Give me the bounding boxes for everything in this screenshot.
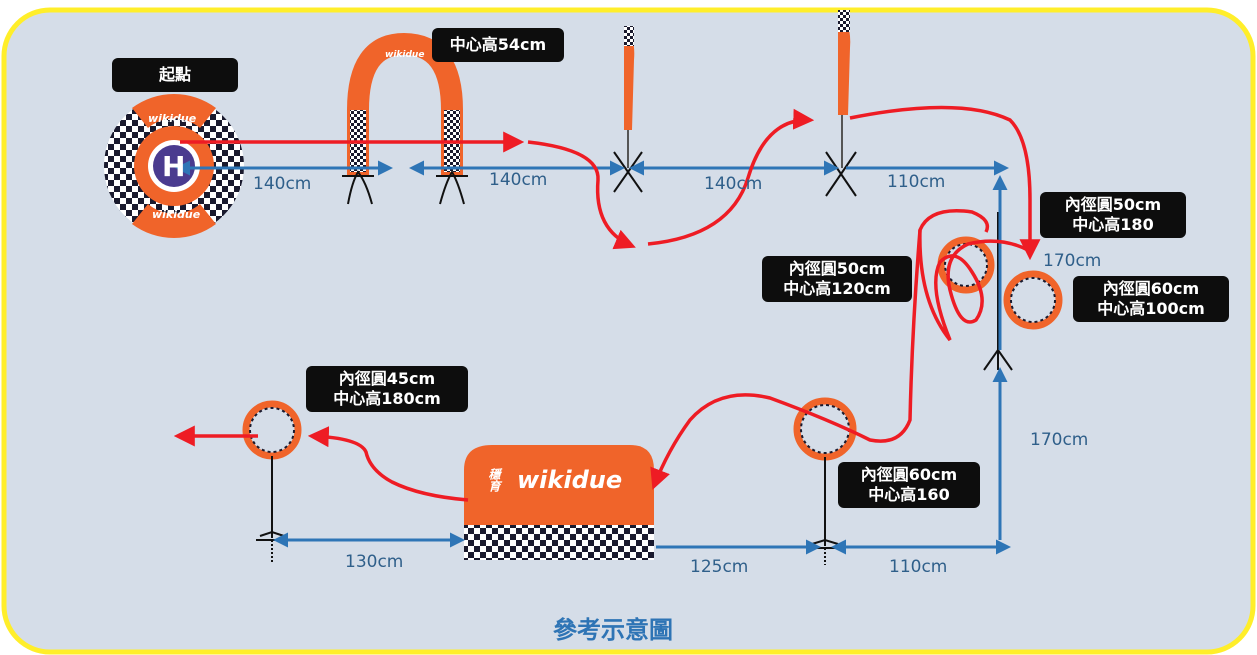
distance-9: 110cm <box>889 557 948 577</box>
ring-left-height: 中心高180cm <box>333 389 441 408</box>
flag-pole-2 <box>825 10 857 197</box>
ring-upper-diameter: 內徑圓50cm <box>1064 195 1162 214</box>
ring-upper-height: 中心高180 <box>1072 215 1154 234</box>
pad-brand-top: wikidue <box>148 112 197 125</box>
tunnel-gate <box>464 445 654 560</box>
distance-3: 140cm <box>704 174 763 194</box>
distance-6: 170cm <box>1030 430 1089 450</box>
tunnel-tag: 穩育 <box>487 468 501 492</box>
arch-gate <box>342 32 468 205</box>
launch-pad <box>104 94 244 239</box>
ring-right <box>1003 270 1063 330</box>
ring-bottom-label: 內徑圓60cm 中心高160 <box>838 462 980 508</box>
ring-right-height: 中心高100cm <box>1097 299 1205 318</box>
arch-brand: wikidue <box>385 50 425 60</box>
ring-left-gate <box>242 400 302 564</box>
tunnel-brand: wikidue <box>517 466 623 494</box>
arch-height-label: 中心高54cm <box>432 28 564 62</box>
pad-brand-bottom: wikidue <box>152 208 201 221</box>
start-label: 起點 <box>112 58 238 92</box>
ring-middle-height: 中心高120cm <box>783 279 891 298</box>
ring-bottom-diameter: 內徑圓60cm <box>860 465 958 484</box>
ring-left-label: 內徑圓45cm 中心高180cm <box>306 366 468 412</box>
distance-4: 110cm <box>887 172 946 192</box>
distance-1: 140cm <box>253 174 312 194</box>
reference-caption: 參考示意圖 <box>553 616 673 644</box>
flag-pole-1 <box>613 26 643 193</box>
ring-left-diameter: 內徑圓45cm <box>338 369 436 388</box>
ring-stand-right <box>937 212 1063 371</box>
pad-center-letter: H <box>162 150 186 183</box>
ring-middle-label: 內徑圓50cm 中心高120cm <box>762 256 912 302</box>
ring-upper-label: 內徑圓50cm 中心高180 <box>1040 192 1186 238</box>
distance-5: 170cm <box>1043 251 1102 271</box>
ring-middle-diameter: 內徑圓50cm <box>788 259 886 278</box>
ring-bottom-height: 中心高160 <box>868 485 950 504</box>
ring-upper <box>937 236 995 294</box>
ring-right-diameter: 內徑圓60cm <box>1102 279 1200 298</box>
ring-right-label: 內徑圓60cm 中心高100cm <box>1073 276 1229 322</box>
distance-7: 130cm <box>345 552 404 572</box>
flight-path <box>173 105 1041 502</box>
distance-2: 140cm <box>489 170 548 190</box>
dimension-lines <box>175 160 1011 555</box>
distance-8: 125cm <box>690 557 749 577</box>
